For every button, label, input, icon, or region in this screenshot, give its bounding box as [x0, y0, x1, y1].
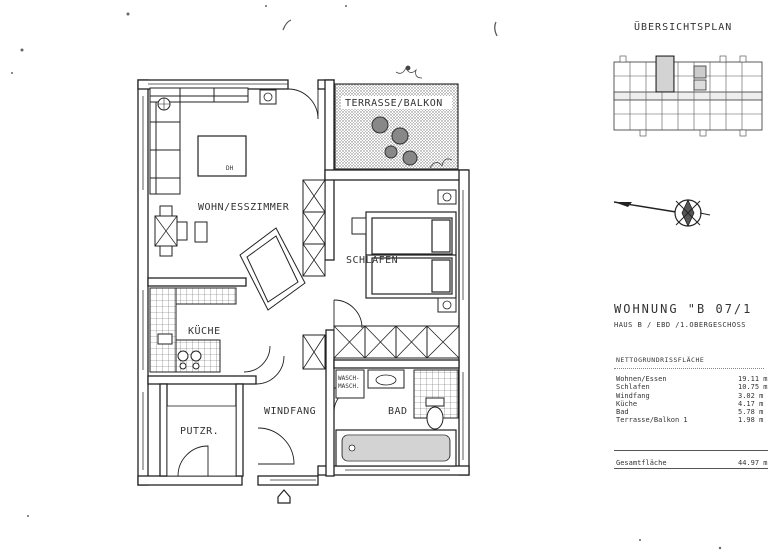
bedroom: SCHLAFEN	[333, 189, 457, 329]
area-name: Bad	[616, 408, 629, 417]
area-row: Schlafen 10.75 m	[616, 383, 768, 391]
wardrobe-column	[302, 179, 326, 370]
area-name: Schlafen	[616, 383, 650, 392]
entrance-door-swing	[257, 427, 295, 465]
bedroom-wardrobe	[333, 325, 460, 359]
bathroom: WASCH- MASCH. BAD	[335, 369, 459, 467]
terrace-planters	[371, 116, 418, 166]
area-name: Küche	[616, 399, 638, 408]
room-label-kitchen: KÜCHE	[188, 324, 221, 337]
toilet	[425, 397, 445, 430]
outer-walls	[137, 79, 470, 486]
plant-box	[259, 89, 277, 105]
room-label-hall: WINDFANG	[264, 406, 316, 417]
north-arrow-icon	[613, 199, 711, 227]
area-value: 3.02 m	[738, 391, 764, 400]
scan-specks	[11, 5, 722, 550]
area-value: 19.11 m	[738, 375, 768, 383]
area-table: Wohnen/Essen 19.11 m Schlafen 10.75 m Wi…	[616, 375, 768, 425]
double-bed	[365, 211, 457, 299]
area-name: Wohnen/Essen	[616, 375, 667, 383]
balcony-door-swing	[287, 88, 319, 120]
area-total-value: 44.97 m	[738, 459, 768, 467]
room-label-utility: PUTZR.	[180, 426, 219, 437]
sink	[367, 369, 405, 389]
living-room: DH WOHN/ESSZIMMER	[149, 87, 319, 311]
room-label-terrace: TERRASSE/BALKON	[345, 98, 443, 109]
area-total-label: Gesamtfläche	[616, 459, 667, 467]
rug	[239, 227, 306, 311]
area-value: 5.78 m	[738, 408, 764, 417]
terrace: TERRASSE/BALKON	[334, 65, 459, 175]
dining-set	[154, 205, 188, 257]
area-value: 4.17 m	[738, 399, 764, 408]
stove	[177, 350, 202, 370]
washer-label-2: MASCH.	[338, 383, 360, 390]
sofa	[149, 87, 249, 195]
area-row: Terrasse/Balkon 1 1.98 m	[616, 416, 768, 424]
utility-room: PUTZR.	[166, 405, 237, 477]
area-value: 1.98 m	[738, 416, 764, 425]
overview-mini-plan	[613, 55, 763, 137]
coffee-table	[197, 135, 247, 177]
windows	[142, 83, 464, 481]
washing-machine	[335, 369, 365, 399]
area-row: Wohnen/Essen 19.11 m	[616, 375, 768, 383]
area-divider-bottom	[614, 468, 768, 469]
area-name: Windfang	[616, 391, 650, 400]
bedroom-door-swing	[333, 299, 363, 329]
svg-text:DH: DH	[226, 165, 234, 172]
area-value: 10.75 m	[738, 383, 768, 392]
washer-label-1: WASCH-	[338, 375, 360, 382]
area-row: Bad 5.78 m	[616, 408, 768, 416]
area-divider-top	[614, 368, 764, 369]
overview-title: ÜBERSICHTSPLAN	[634, 22, 733, 33]
area-name: Terrasse/Balkon 1	[616, 416, 688, 425]
area-divider	[614, 450, 768, 451]
kitchen: KÜCHE	[149, 287, 271, 373]
area-row: Windfang 3.02 m	[616, 392, 768, 400]
area-heading: NETTOGRUNDRISSFLÄCHE	[616, 356, 705, 364]
area-total-row: Gesamtfläche 44.97 m	[616, 459, 768, 467]
room-label-bedroom: SCHLAFEN	[346, 255, 398, 266]
unit-title: WOHNUNG "B 07/1	[614, 302, 753, 316]
room-label-bath: BAD	[388, 406, 408, 417]
entrance-marker-icon	[277, 489, 291, 504]
area-row: Küche 4.17 m	[616, 400, 768, 408]
room-label-living: WOHN/ESSZIMMER	[198, 202, 290, 213]
unit-subtitle: HAUS B / EBD /1.OBERGESCHOSS	[614, 321, 747, 329]
